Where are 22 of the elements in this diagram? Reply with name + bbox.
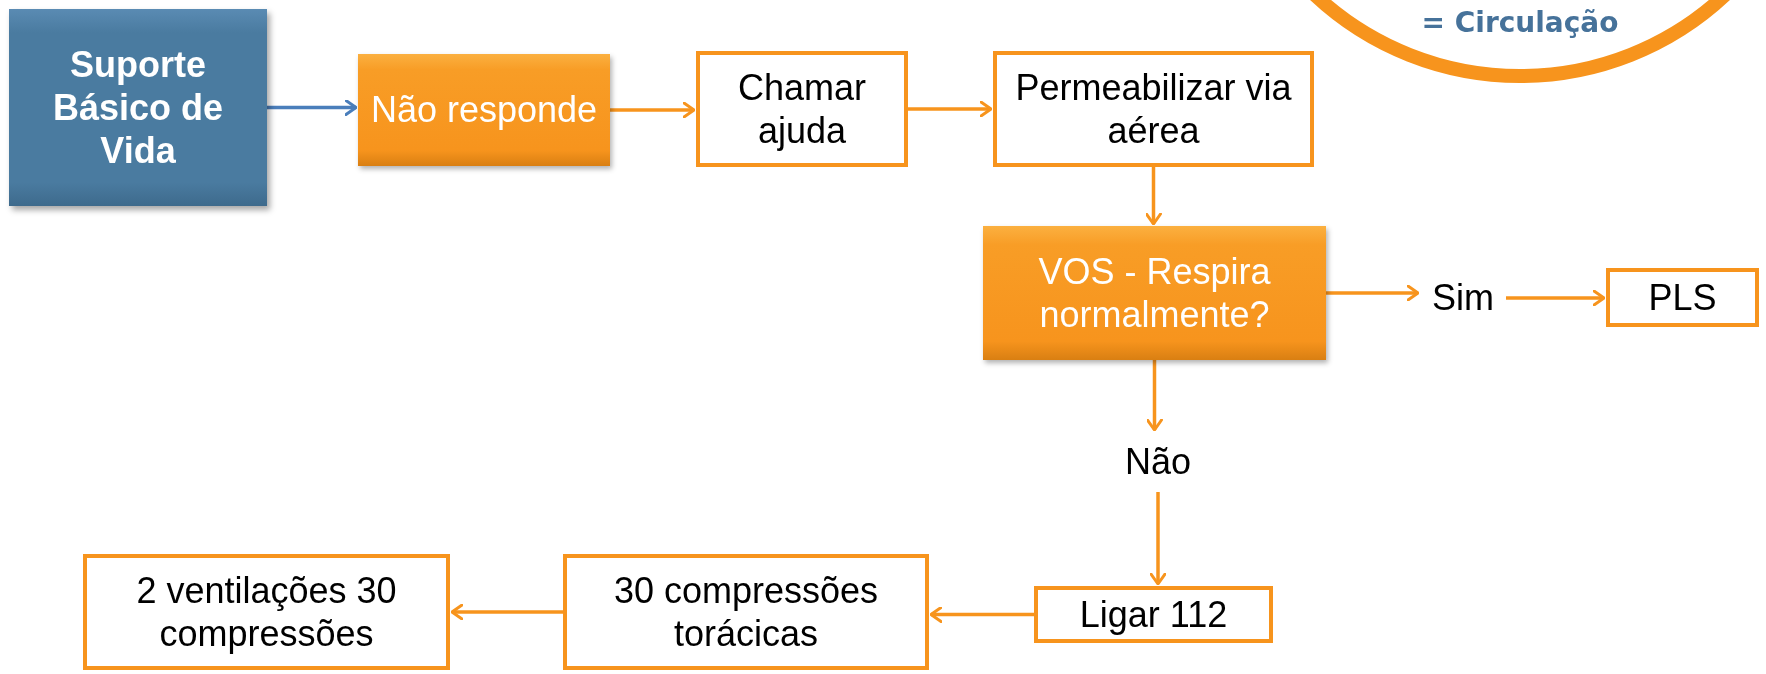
process-box: Não responde bbox=[358, 54, 610, 166]
arrow bbox=[929, 606, 1034, 623]
arrow bbox=[610, 101, 696, 119]
arrow bbox=[1146, 360, 1163, 432]
step-box: Ligar 112 bbox=[1034, 586, 1273, 643]
arrow bbox=[267, 99, 358, 116]
step-box: Chamar ajuda bbox=[696, 51, 908, 167]
branch-label: Não bbox=[1123, 441, 1192, 483]
start-box: Suporte Básico de Vida bbox=[9, 9, 267, 206]
process-box: VOS - Respira normalmente? bbox=[983, 226, 1326, 360]
arrow bbox=[1326, 284, 1420, 302]
arrow bbox=[450, 603, 563, 621]
arrow bbox=[1145, 167, 1162, 226]
branch-label: Sim bbox=[1431, 277, 1495, 319]
arrow bbox=[1506, 289, 1606, 307]
circle-label: = Circulação bbox=[1420, 6, 1620, 39]
step-box: 30 compressões torácicas bbox=[563, 554, 929, 670]
arrow bbox=[1149, 492, 1167, 586]
arrow bbox=[908, 100, 993, 118]
step-box: 2 ventilações 30 compressões bbox=[83, 554, 450, 670]
step-box: PLS bbox=[1606, 268, 1759, 327]
step-box: Permeabilizar via aérea bbox=[993, 51, 1314, 167]
